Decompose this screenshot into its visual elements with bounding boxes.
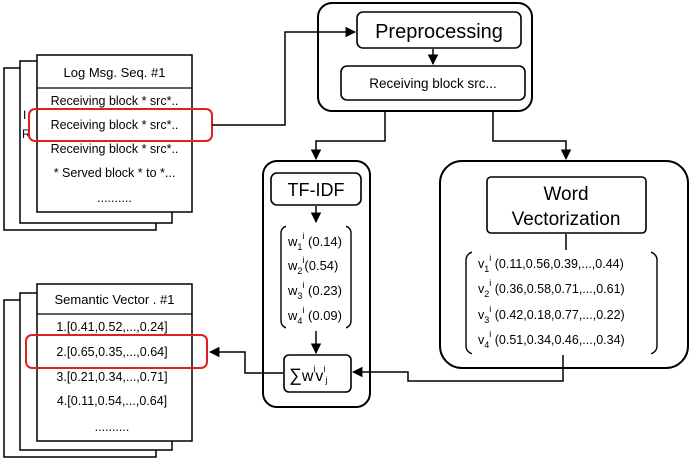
word-vectorization-title-line2: Vectorization xyxy=(512,209,621,230)
preprocessing-title: Preprocessing xyxy=(375,21,503,43)
arrow-preprocessing-to-word-vectorization xyxy=(492,112,572,161)
tfidf-weight-3: w3i (0.23) xyxy=(287,280,342,301)
semantic-row-3: 3.[0.21,0.34,...,0.71] xyxy=(56,370,167,384)
semantic-title: Semantic Vector . #1 xyxy=(55,292,175,307)
semantic-page-front xyxy=(36,283,193,442)
tfidf-weight-1: w1i (0.14) xyxy=(287,231,342,252)
arrow-sum-to-semantic-vector xyxy=(208,346,283,374)
semantic-row-2: 2.[0.65,0.35,...,0.64] xyxy=(56,345,167,359)
word-vector-4: v4i (0.51,0.34,0.46,...,0.34) xyxy=(478,329,625,350)
preprocessing-output: Receiving block src... xyxy=(369,76,497,91)
word-vectorization-block: Word Vectorization v1i (0.11,0.56,0.39,.… xyxy=(439,160,689,369)
preprocessing-title-box xyxy=(356,11,522,49)
preprocessing-block: Preprocessing Receiving block src... xyxy=(317,2,533,112)
tfidf-weight-2: w2i(0.54) xyxy=(287,255,338,276)
log-back-glyph-2: R xyxy=(22,127,31,141)
word-vectors-bracket-mask xyxy=(472,248,651,358)
semantic-row-highlight xyxy=(25,334,208,369)
log-row-2: Receiving block * src*.. xyxy=(51,118,179,132)
tfidf-weight-4: w4i (0.09) xyxy=(287,305,342,326)
semantic-row-5: .......... xyxy=(95,420,130,434)
log-back-glyph-1: I xyxy=(23,108,26,122)
word-vectorization-title-line1: Word xyxy=(543,184,588,205)
log-sequence-stack: I R Log Msg. Seq. #1 Receiving block * s… xyxy=(3,54,213,231)
semantic-row-4: 4.[0.11,0.54,...,0.64] xyxy=(57,394,167,408)
word-vector-2: v2i (0.36,0.58,0.71,...,0.61) xyxy=(478,278,625,299)
semantic-vector-stack: Semantic Vector . #1 1.[0.41,0.52,...,0.… xyxy=(3,283,208,458)
tfidf-bracket-mask xyxy=(286,222,346,332)
word-vector-3: v3i (0.42,0.18,0.77,...,0.22) xyxy=(478,304,625,325)
preprocessing-output-box xyxy=(340,65,526,101)
arrow-preprocessing-to-tfidf xyxy=(310,112,386,161)
log-row-3: Receiving block * src*.. xyxy=(51,142,179,156)
tfidf-block: TF-IDF w1i (0.14) w2i(0.54) w3i (0.23) w… xyxy=(262,160,371,408)
log-page-front xyxy=(36,54,193,213)
arrow-vectors-to-sum xyxy=(351,355,564,382)
log-title: Log Msg. Seq. #1 xyxy=(64,65,166,80)
word-vector-1: v1i (0.11,0.56,0.39,...,0.44) xyxy=(478,253,624,274)
log-row-1: Receiving block * src*.. xyxy=(51,94,179,108)
tfidf-title-box xyxy=(270,172,362,206)
tfidf-sum-formula: ∑wivij xyxy=(289,364,327,385)
connectors xyxy=(208,26,572,382)
log-row-5: .......... xyxy=(97,191,132,205)
word-vectorization-title-box xyxy=(486,176,647,234)
arrow-log-to-preprocessing xyxy=(212,26,357,126)
tfidf-title: TF-IDF xyxy=(288,180,345,200)
log-row-4: * Served block * to *... xyxy=(54,166,176,180)
tfidf-sum-box xyxy=(283,354,352,393)
semantic-row-1: 1.[0.41,0.52,...,0.24] xyxy=(56,320,167,334)
